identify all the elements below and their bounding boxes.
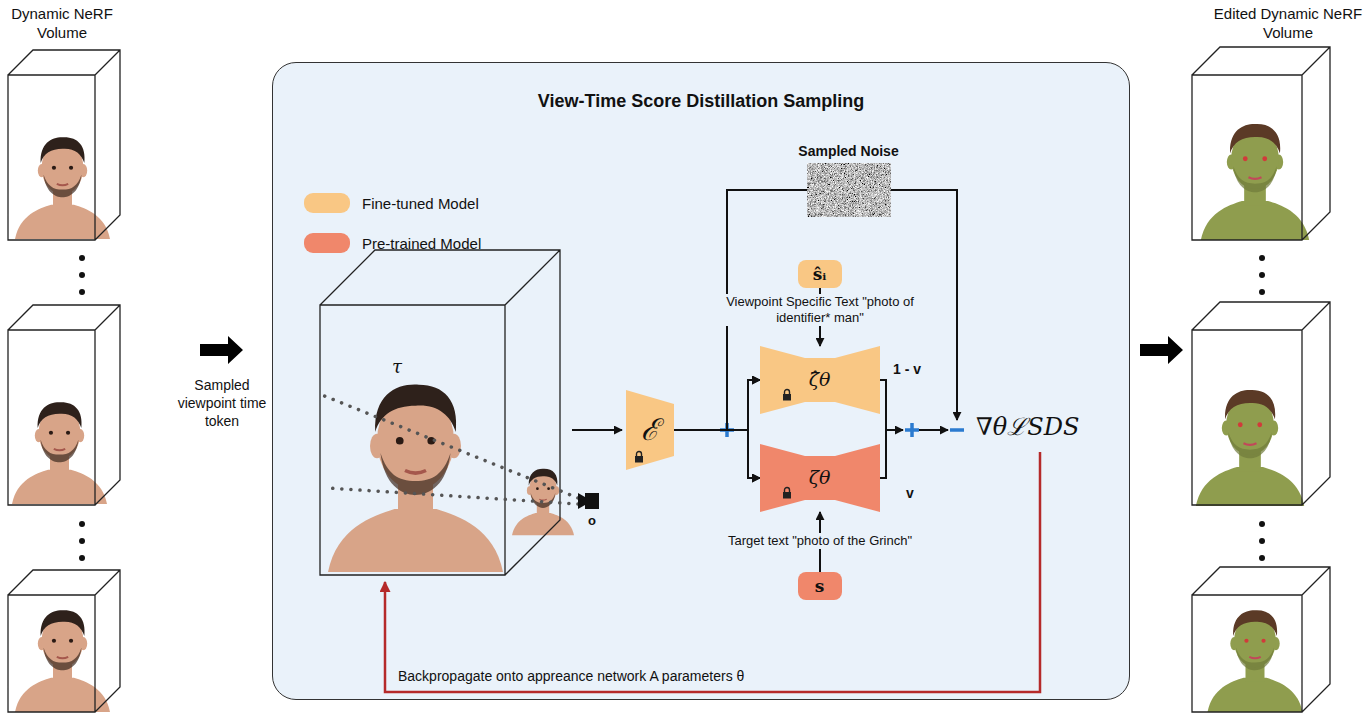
- model-symbol: ζθ: [809, 467, 831, 488]
- token-symbol: s: [815, 576, 825, 596]
- process-panel: View-Time Score Distillation SamplingSam…: [272, 62, 1130, 700]
- legend-swatch: [304, 233, 350, 253]
- loss-gradient: ∇θℒSDS: [976, 413, 1079, 441]
- plus-symbol: [905, 423, 919, 437]
- connector-arrow: [674, 380, 760, 430]
- model-output-lines: [880, 190, 957, 478]
- label-wrap: Backpropagate onto appreance network A p…: [398, 668, 744, 685]
- flow-arrow: [200, 336, 243, 364]
- column-label: Edited Dynamic NeRF Volume: [1213, 4, 1363, 42]
- minus-symbol: [950, 428, 964, 432]
- text-token-box: s: [798, 572, 842, 600]
- plus-symbol: [720, 423, 734, 437]
- camera-icon: [578, 493, 599, 509]
- weight-label: 1 - v: [893, 360, 921, 378]
- legend-text: Fine-tuned Model: [362, 194, 479, 213]
- column-label: Dynamic NeRF Volume: [2, 4, 122, 42]
- text-token-box: ŝᵢ: [798, 260, 842, 288]
- lock-body: [783, 394, 791, 401]
- label-wrap: Sampled viewpoint time token: [176, 376, 268, 430]
- volume-cube: [320, 250, 560, 575]
- lock-icon: [782, 486, 792, 499]
- encoder-block: ℰ: [626, 390, 674, 470]
- label-wrap: o: [588, 513, 596, 528]
- label-wrap: ∇θℒSDS: [976, 413, 1079, 441]
- connector-arrow: [727, 190, 807, 478]
- lock-shackle: [636, 451, 641, 456]
- legend-text: Pre-trained Model: [362, 234, 481, 253]
- unet-model: ζ̂θ: [760, 346, 880, 414]
- shape-fill: [760, 346, 880, 414]
- render-to-encoder-arrow: [572, 429, 622, 431]
- noise-sample: Sampled Noise: [794, 142, 904, 217]
- prompt-text: Viewpoint Specific Text "photo of identi…: [713, 294, 928, 326]
- model-symbol: ℰ: [641, 413, 659, 446]
- shape-fill: [626, 390, 674, 470]
- backprop-note: Backpropagate onto appreance network A p…: [398, 668, 744, 685]
- label-wrap: τ: [392, 356, 402, 377]
- legend-row: Fine-tuned Model: [304, 193, 479, 213]
- prompt-text: Target text "photo of the Grinch": [728, 533, 912, 549]
- label-wrap: v: [906, 484, 914, 502]
- lock-shackle: [784, 389, 789, 394]
- volume-cubes: [8, 47, 1330, 712]
- lock-icon: [782, 388, 792, 401]
- lock-body: [783, 492, 791, 499]
- camera-rays: [322, 395, 578, 504]
- camera-origin: o: [588, 513, 596, 528]
- label-wrap: Target text "photo of the Grinch": [728, 533, 912, 549]
- connector-arrow: [674, 430, 760, 478]
- edited-heads: [1196, 124, 1309, 712]
- lock-body: [635, 456, 643, 463]
- label-wrap: Viewpoint Specific Text "photo of identi…: [713, 294, 928, 326]
- noise-texture: [807, 163, 891, 217]
- sampled-volume-head: [328, 384, 574, 571]
- shape-fill: [760, 444, 880, 512]
- legend-swatch: [304, 193, 350, 213]
- label-wrap: 1 - v: [893, 360, 921, 378]
- lock-shackle: [784, 487, 789, 492]
- weight-label: v: [906, 484, 914, 502]
- flow-arrow: [1140, 336, 1183, 364]
- panel-title: View-Time Score Distillation Sampling: [273, 90, 1129, 112]
- legend-row: Pre-trained Model: [304, 233, 481, 253]
- token-symbol: ŝᵢ: [813, 264, 827, 284]
- label-wrap: Dynamic NeRF Volume: [2, 4, 122, 42]
- ray-symbol: τ: [392, 356, 402, 377]
- noise-heading: Sampled Noise: [794, 142, 904, 160]
- backprop-arrow: [385, 452, 1040, 692]
- lock-icon: [634, 450, 644, 463]
- flow-label: Sampled viewpoint time token: [176, 376, 268, 430]
- unet-model: ζθ: [760, 444, 880, 512]
- noise-image: [807, 163, 891, 217]
- model-symbol: ζ̂θ: [809, 369, 831, 390]
- label-wrap: Edited Dynamic NeRF Volume: [1213, 4, 1363, 42]
- noise-pixels: [807, 163, 891, 217]
